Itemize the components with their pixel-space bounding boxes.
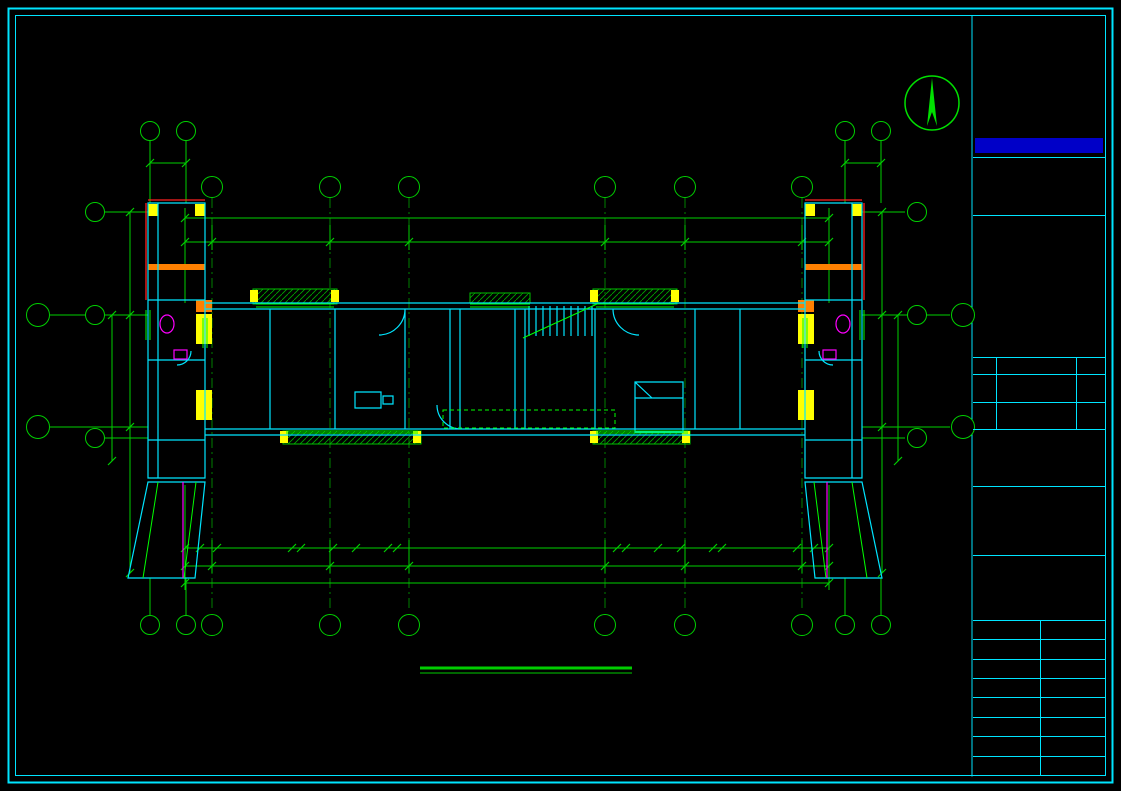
grid-bubble-col4-top <box>594 176 616 198</box>
grid-bubble-left2 <box>85 305 105 325</box>
grid-bubble-tr2 <box>871 121 891 141</box>
grid-bubble-br2 <box>871 615 891 635</box>
grid-bubble-col5-top <box>674 176 696 198</box>
signoff-row <box>973 679 1105 698</box>
revision-table-vline <box>996 358 997 430</box>
grid-bubble-col3-top <box>398 176 420 198</box>
grid-bubble-col2-bottom <box>319 614 341 636</box>
grid-bubble-bl2 <box>176 615 196 635</box>
grid-bubble-tl1 <box>140 121 160 141</box>
title-underline <box>420 666 632 674</box>
revision-table-hline <box>973 402 1105 403</box>
sheet-borders <box>7 7 1114 784</box>
grid-bubble-br1 <box>835 615 855 635</box>
north-arrow <box>904 75 960 131</box>
grid-bubble-row-b-right <box>951 303 975 327</box>
orange-walls <box>148 264 862 312</box>
signoff-row <box>973 718 1105 737</box>
grid-bubble-col4-bottom <box>594 614 616 636</box>
grid-bubble-left1 <box>85 202 105 222</box>
grid-bubble-col2-top <box>319 176 341 198</box>
services-bar <box>975 138 1103 153</box>
revision-table-hline <box>973 374 1105 375</box>
building-walls <box>127 202 883 579</box>
grid-bubble-row-b-left <box>26 303 50 327</box>
signoff-row <box>973 737 1105 757</box>
grid-bubble-col6-bottom <box>791 614 813 636</box>
signoff-row <box>973 660 1105 679</box>
titleblock-address-section <box>973 158 1105 216</box>
titleblock-logo-section <box>973 16 1105 158</box>
grid-bubble-col1-bottom <box>201 614 223 636</box>
titleblock-notes-section <box>973 216 1105 358</box>
hatched-walls <box>252 288 691 445</box>
drawing-title-section <box>973 487 1105 556</box>
grid-bubble-tr1 <box>835 121 855 141</box>
grid-bubble-right2 <box>907 305 927 325</box>
grid-bubble-col1-top <box>201 176 223 198</box>
dimension-ticks <box>107 158 903 588</box>
signoff-row <box>973 757 1105 776</box>
grid-centerlines <box>211 198 803 612</box>
signoff-row <box>973 698 1105 718</box>
client-section <box>973 556 1105 621</box>
revision-table <box>973 358 1105 430</box>
grid-bubble-right3 <box>907 428 927 448</box>
grid-bubble-col6-top <box>791 176 813 198</box>
magenta-fixtures <box>159 314 851 578</box>
signoff-divider <box>1040 621 1041 776</box>
grid-bubble-row-a-right <box>951 415 975 439</box>
dimension-lines <box>50 141 950 615</box>
grid-bubble-col3-bottom <box>398 614 420 636</box>
grid-bubble-col5-bottom <box>674 614 696 636</box>
windows-green <box>142 303 868 579</box>
grid-bubble-right1 <box>907 202 927 222</box>
grid-bubble-left3 <box>85 428 105 448</box>
signoff-row <box>973 621 1105 640</box>
project-section <box>973 430 1105 487</box>
revision-table-vline <box>1076 358 1077 430</box>
grid-bubble-tl2 <box>176 121 196 141</box>
signoff-row <box>973 640 1105 660</box>
grid-bubble-row-a-left <box>26 415 50 439</box>
grid-bubble-bl1 <box>140 615 160 635</box>
yellow-columns <box>148 204 862 443</box>
red-accents <box>145 199 865 300</box>
